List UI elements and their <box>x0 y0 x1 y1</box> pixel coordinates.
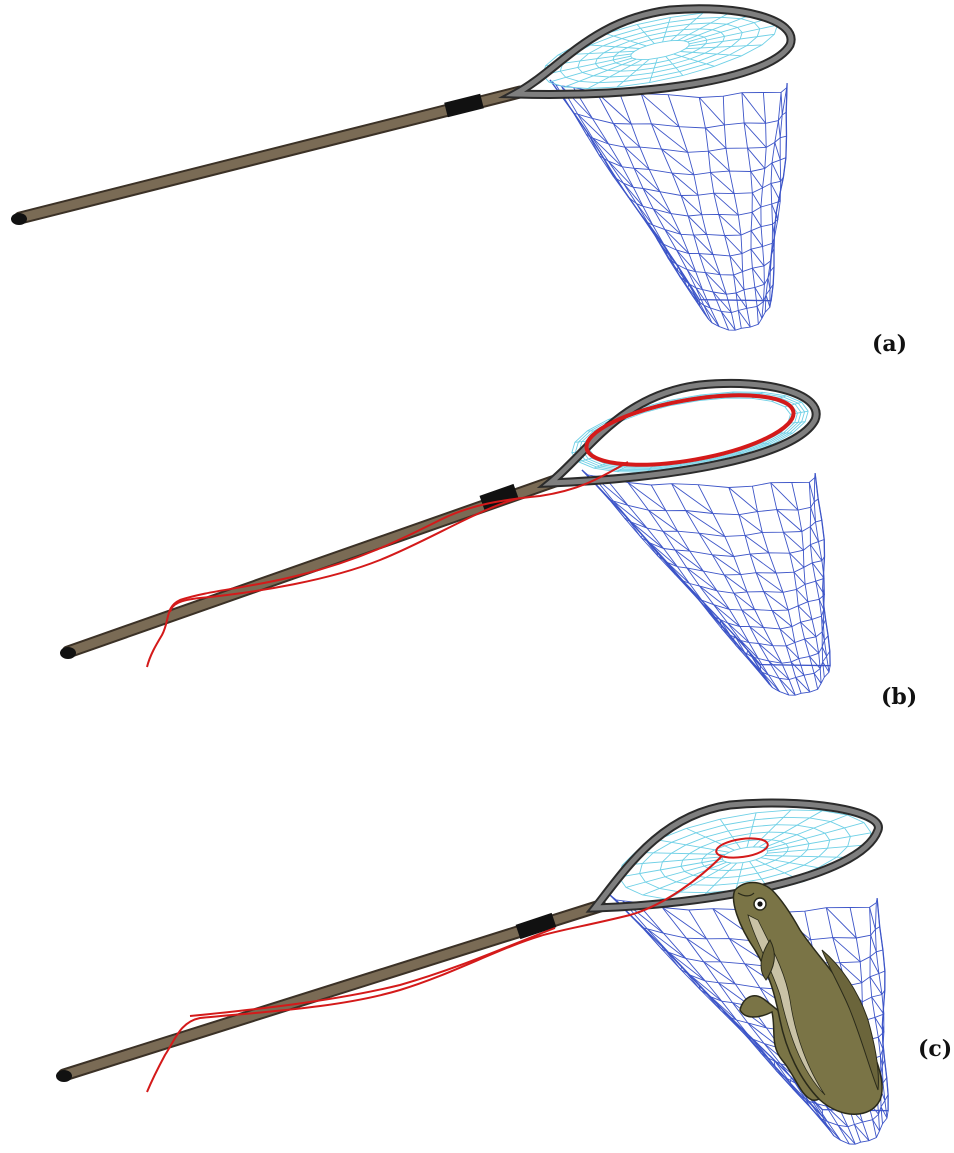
panel-a: (a) <box>11 9 907 357</box>
panel-c: (c) <box>56 803 952 1144</box>
mesh-strand <box>769 661 789 680</box>
mesh-strand <box>687 270 702 290</box>
top-mesh-strand <box>583 396 798 469</box>
net-bag <box>543 12 788 331</box>
mesh-strand <box>838 1125 855 1144</box>
mesh-strand <box>744 123 766 147</box>
mesh-strand <box>608 497 819 515</box>
top-mesh-strand <box>674 54 715 66</box>
top-mesh-strand <box>579 394 801 469</box>
top-mesh-strand <box>688 18 771 42</box>
mesh-strand <box>668 95 735 331</box>
handle <box>11 92 520 225</box>
top-mesh-strand <box>686 45 763 49</box>
panel-label-b: (b) <box>881 684 917 710</box>
mesh-strand <box>742 610 764 627</box>
mesh-strand <box>668 563 690 584</box>
handle-end-cap <box>11 213 27 225</box>
grip-band <box>446 101 482 110</box>
mesh-strand <box>620 95 719 327</box>
mesh-strand <box>704 962 736 984</box>
mesh-strand <box>625 147 649 169</box>
mesh-strand <box>699 98 724 125</box>
top-mesh-strand <box>765 856 855 858</box>
mesh-strand <box>652 230 774 256</box>
handle <box>60 481 555 659</box>
mesh-strand <box>778 121 780 138</box>
mesh-strand <box>628 483 773 688</box>
mesh-strand <box>699 98 741 329</box>
mesh-strand <box>759 644 782 664</box>
mesh-strand <box>821 1119 840 1141</box>
mesh-strand <box>772 163 781 181</box>
top-mesh-strand <box>650 58 658 83</box>
mesh-strand <box>775 142 780 160</box>
mesh-strand <box>833 938 860 962</box>
top-mesh-strand <box>753 810 791 847</box>
mesh-strand <box>772 243 773 254</box>
mesh-strand <box>872 997 884 1014</box>
mesh-strand <box>752 212 761 226</box>
mesh-strand <box>745 535 769 552</box>
handle-end-cap <box>60 647 76 659</box>
mesh-strand <box>752 193 761 207</box>
mesh-strand <box>649 510 678 531</box>
panel-label-a: (a) <box>872 331 907 357</box>
mesh-strand <box>854 1125 869 1141</box>
mesh-strand <box>751 231 763 247</box>
mesh-strand <box>666 249 774 276</box>
mesh-strand <box>663 531 690 551</box>
mesh-strand <box>742 93 766 124</box>
mesh-strand <box>711 997 737 1020</box>
mesh-strand <box>771 483 798 510</box>
mesh-strand <box>672 484 713 514</box>
panel-label-c: (c) <box>918 1036 952 1062</box>
top-mesh-strand <box>626 861 724 888</box>
panel-b: (b) <box>60 382 917 710</box>
mesh-strand <box>751 172 763 188</box>
top-mesh-strand <box>747 813 756 848</box>
top-mesh-strand <box>722 847 767 863</box>
mesh-strand <box>651 485 779 692</box>
top-mesh-strand <box>606 34 647 46</box>
mesh-strand <box>705 128 726 148</box>
top-mesh-strand <box>595 29 724 71</box>
top-mesh-strand <box>702 840 789 871</box>
mesh-strand <box>790 553 804 567</box>
mesh-strand <box>709 613 729 635</box>
top-mesh-strand <box>768 833 871 851</box>
top-mesh-strand <box>635 852 725 854</box>
net-bag <box>582 470 830 695</box>
top-mesh-strand <box>766 823 864 850</box>
mesh-strand <box>662 149 694 175</box>
mesh-strand <box>612 173 783 196</box>
mesh-strand <box>712 555 740 575</box>
release-cord <box>147 382 799 667</box>
mesh-strand <box>809 482 824 677</box>
fish-pupil <box>757 901 762 906</box>
handle-end-cap <box>56 1070 72 1082</box>
mesh-strand <box>826 908 856 938</box>
fish <box>734 883 883 1115</box>
mesh-strand <box>686 938 720 962</box>
top-mesh-strand <box>613 35 707 66</box>
mesh-outline <box>550 80 787 301</box>
mesh-strand <box>781 92 782 115</box>
mesh-strand <box>746 1036 768 1058</box>
top-mesh-strand <box>663 17 671 42</box>
mesh-strand <box>708 151 729 171</box>
mesh-strand <box>801 622 816 637</box>
mesh-strand <box>751 249 764 266</box>
mesh-strand <box>550 80 699 300</box>
handle <box>56 906 600 1082</box>
mesh-strand <box>668 258 688 283</box>
mesh-strand <box>690 975 722 1001</box>
top-mesh-strand <box>689 25 777 44</box>
